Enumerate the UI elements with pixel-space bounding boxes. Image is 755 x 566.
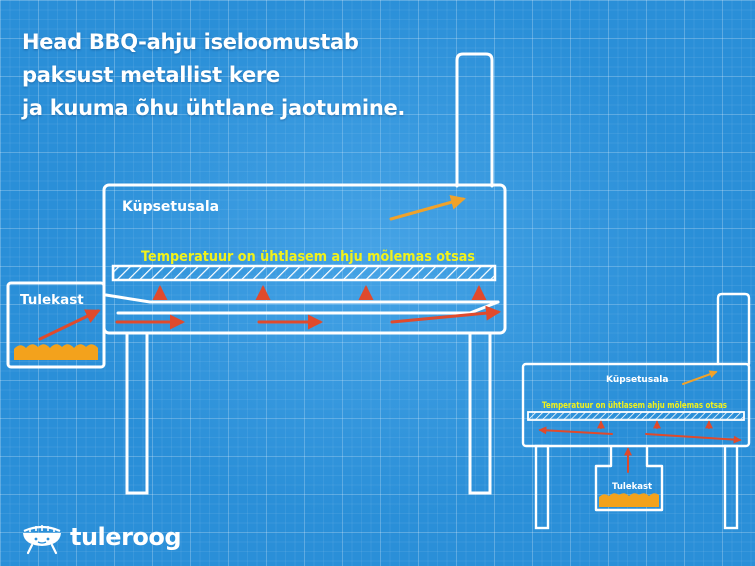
headline-line-3: ja kuuma õhu ühtlane jaotumine. [22,96,406,120]
small-airflow-arrows [538,370,742,473]
main-fire [14,344,98,360]
headline-line-2: paksust metallist kere [22,63,280,87]
headline: Head BBQ-ahju iseloomustab paksust metal… [22,26,405,125]
main-cooking-grate [111,264,497,282]
main-firebox-label: Tulekast [20,292,84,308]
small-cooking-area-label: Küpsetusala [606,375,668,385]
small-firebox-label: Tulekast [612,482,652,492]
small-smoker-diagram: Küpsetusala Temperatuur on ühtlasem ahju… [521,292,751,530]
brand-name: tuleroog [70,523,182,551]
small-temperature-note: Temperatuur on ühtlasem ahju mõlemas ots… [542,401,727,411]
main-chimney [455,52,494,188]
main-firebox: Tulekast [6,281,106,369]
main-legs [125,331,492,495]
main-airflow-arrows [38,194,501,341]
main-temperature-note: Temperatuur on ühtlasem ahju mõlemas ots… [141,249,475,265]
small-firebox [594,446,664,512]
main-cooking-chamber [102,183,507,335]
small-legs [534,444,739,530]
main-cooking-area-label: Küpsetusala [122,199,219,215]
grill-icon [23,525,61,555]
main-baffle-plate [104,293,500,315]
small-cooking-grate [527,411,745,421]
headline-line-1: Head BBQ-ahju iseloomustab [22,30,359,54]
small-cooking-chamber [521,362,751,448]
small-fire [599,493,659,507]
brand-logo: tuleroog [20,517,182,557]
small-chimney [716,292,751,366]
main-smoker-diagram: Tulekast Küpsetusala Temperatuur on ühtl… [6,52,507,495]
